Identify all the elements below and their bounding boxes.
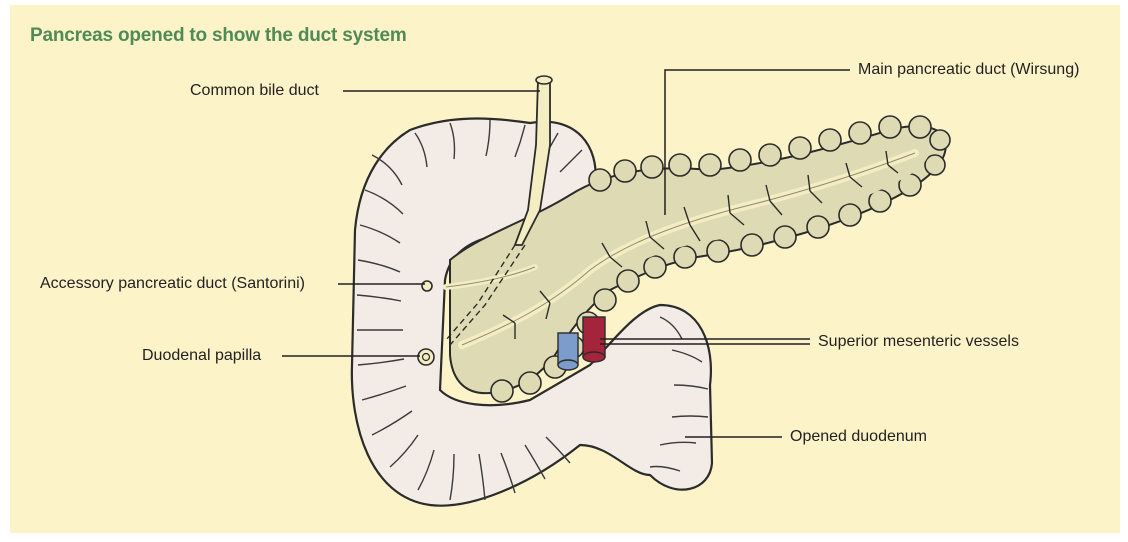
figure-panel: Pancreas opened to show the duct system [10, 5, 1120, 533]
duodenal-papilla [418, 349, 434, 365]
label-main-pancreatic-duct: Main pancreatic duct (Wirsung) [858, 60, 1079, 80]
label-accessory-pancreatic-duct: Accessory pancreatic duct (Santorini) [40, 274, 305, 294]
label-opened-duodenum: Opened duodenum [790, 427, 927, 447]
label-superior-mesenteric-vessels: Superior mesenteric vessels [818, 332, 1019, 352]
label-duodenal-papilla: Duodenal papilla [142, 346, 261, 366]
label-common-bile-duct: Common bile duct [190, 81, 319, 101]
pancreas-illustration [10, 5, 1120, 533]
accessory-papilla [422, 281, 432, 291]
